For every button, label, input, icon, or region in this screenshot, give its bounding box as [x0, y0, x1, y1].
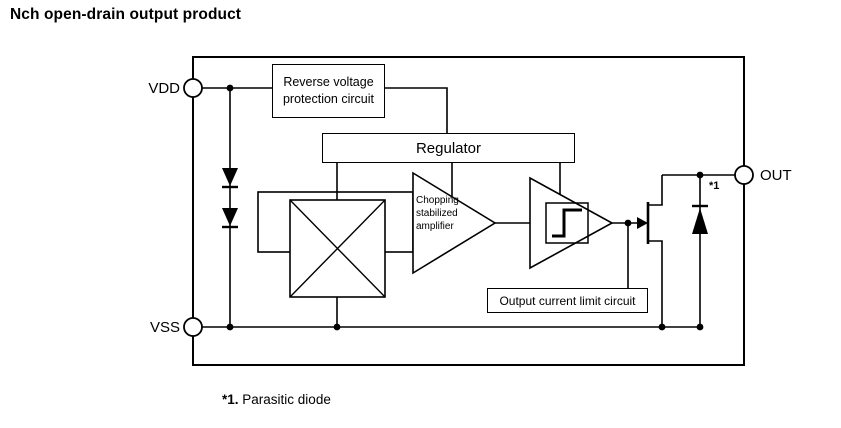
vss-label: VSS	[149, 319, 180, 336]
chip-boundary	[192, 56, 745, 366]
junction-dots	[226, 84, 704, 331]
gate-arrow-icon	[637, 217, 648, 229]
vdd-label: VDD	[148, 80, 180, 97]
hysteresis-icon	[552, 208, 582, 238]
regulator-block: Regulator	[322, 133, 575, 163]
footnote: *1. Parasitic diode	[222, 392, 331, 407]
wires	[202, 87, 735, 328]
out-terminal	[734, 165, 754, 185]
hall-element	[289, 199, 386, 298]
nmos-transistor	[637, 202, 650, 244]
esd-diode-lower	[222, 208, 238, 229]
chopping-amplifier-label: Chopping stabilized amplifier	[416, 195, 459, 233]
reverse-voltage-protection-block: Reverse voltage protection circuit	[272, 64, 385, 118]
output-current-limit-block: Output current limit circuit	[487, 288, 648, 313]
amplifier-triangle	[412, 171, 497, 275]
terminals	[183, 78, 754, 337]
footnote-text: Parasitic diode	[242, 392, 331, 407]
footnote-marker: *1.	[222, 392, 239, 407]
hysteresis-box	[545, 202, 589, 244]
vss-terminal	[183, 317, 203, 337]
out-label: OUT	[760, 167, 792, 184]
vdd-terminal	[183, 78, 203, 98]
parasitic-diode-marker: *1	[709, 180, 720, 192]
parasitic-diode	[692, 204, 708, 234]
schmitt-trigger	[529, 176, 614, 270]
esd-diode-upper	[222, 168, 238, 189]
page-title: Nch open-drain output product	[10, 6, 242, 23]
